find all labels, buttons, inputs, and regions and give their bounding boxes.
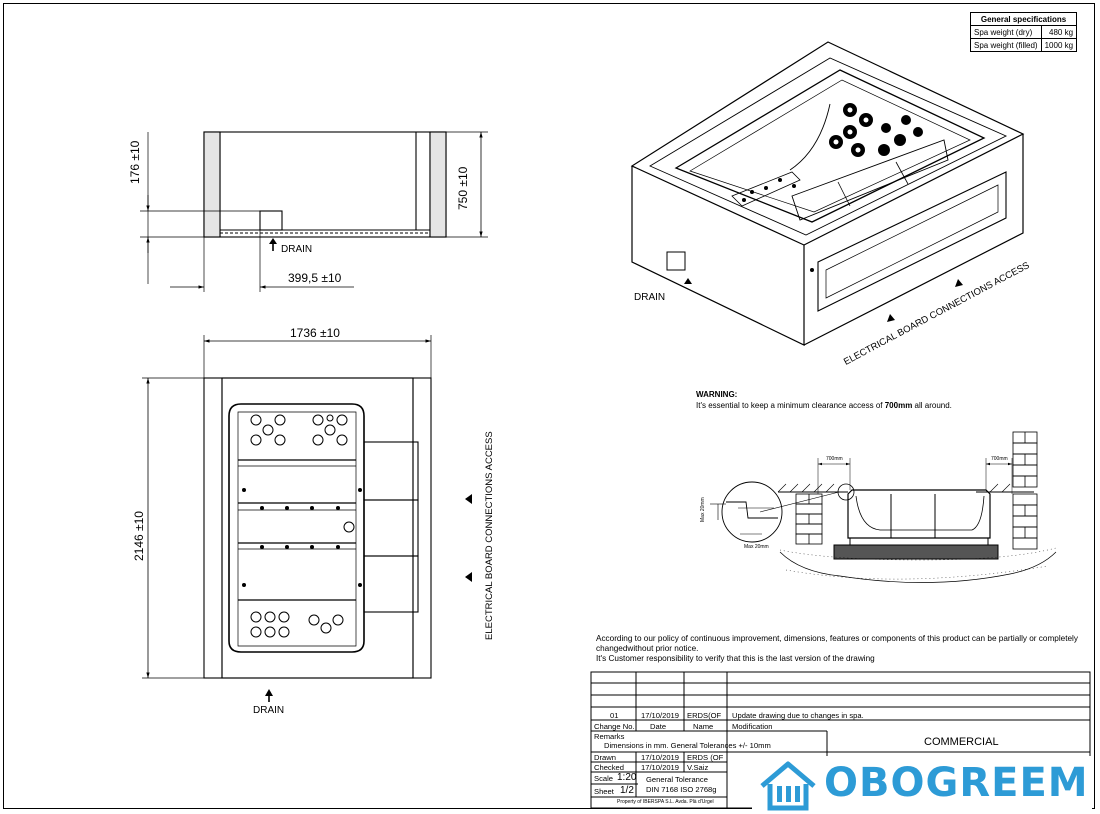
header-change-no: Change No.: [594, 722, 635, 731]
warning-text: It's essential to keep a minimum clearan…: [696, 401, 952, 410]
table-row: Spa weight (filled) 1000 kg: [970, 38, 1078, 52]
drawn-name: ERDS (OF: [687, 753, 724, 762]
spec-value: 480 kg: [1040, 25, 1078, 39]
warning-clearance-value: 700mm: [884, 401, 913, 410]
spec-value: 1000 kg: [1040, 38, 1078, 52]
header-date: Date: [650, 722, 667, 731]
top-access-label: ELECTRICAL BOARD CONNECTIONS ACCESS: [484, 431, 495, 640]
remarks-label: Remarks: [594, 732, 625, 741]
spec-label: Spa weight (filled): [970, 38, 1042, 52]
house-radiator-icon: [760, 761, 816, 811]
header-modification: Modification: [732, 722, 773, 731]
obogreem-logo: OBOGREEM: [752, 756, 1092, 814]
max-vertical-label: Max 20mm: [700, 497, 706, 522]
drawing-frame: [3, 3, 1095, 809]
installation-detail: [710, 431, 1057, 583]
general-specifications-table: General specifications Spa weight (dry) …: [969, 12, 1078, 52]
rev-modification: Update drawing due to changes in spa.: [732, 711, 864, 720]
side-dim-399: 399,5 ±10: [288, 271, 342, 285]
sheet-value: 1/2: [620, 785, 634, 796]
drawn-date: 17/10/2019: [641, 753, 680, 762]
side-dim-750: 750 ±10: [456, 166, 470, 210]
side-dim-176: 176 ±10: [128, 140, 142, 184]
policy-line: It's Customer responsibility to verify t…: [596, 654, 875, 664]
top-view: [142, 335, 472, 702]
commercial-label: COMMERCIAL: [924, 736, 999, 748]
rev-name: ERDS(OF: [687, 711, 722, 720]
checked-label: Checked: [594, 763, 624, 772]
drawn-label: Drawn: [594, 753, 616, 762]
remarks-text: Dimensions in mm. General Tolerances +/-…: [604, 741, 771, 750]
checked-name: V.Saiz: [687, 763, 709, 772]
spec-label: Spa weight (dry): [970, 25, 1042, 39]
rev-date: 17/10/2019: [641, 711, 680, 720]
warning-text-end: all around.: [912, 401, 952, 410]
policy-notice: According to our policy of continuous im…: [596, 634, 1078, 665]
logo-wordmark: OBOGREEM: [824, 760, 1089, 806]
top-drain-label: DRAIN: [253, 705, 285, 716]
iso-drain-label: DRAIN: [634, 292, 666, 303]
clearance-left-label: 700mm: [826, 456, 843, 462]
scale-label: Scale: [594, 774, 613, 783]
table-row: Spa weight (dry) 480 kg: [970, 25, 1078, 39]
tolerance-label: General Tolerance: [646, 775, 708, 784]
scale-value: 1:20: [617, 772, 637, 783]
policy-line: changedwithout prior notice.: [596, 644, 699, 654]
sheet-label: Sheet: [594, 787, 614, 796]
tolerance-standard: DIN 7168 ISO 2768g: [646, 785, 717, 794]
max-horizontal-label: Max 20mm: [744, 544, 769, 550]
top-dim-1736: 1736 ±10: [290, 326, 340, 340]
warning-text-start: It's essential to keep a minimum clearan…: [696, 401, 885, 410]
side-view: [140, 131, 488, 292]
checked-date: 17/10/2019: [641, 763, 680, 772]
clearance-right-label: 700mm: [991, 456, 1008, 462]
top-dim-2146: 2146 ±10: [132, 511, 146, 561]
rev-no: 01: [610, 711, 619, 720]
warning-heading: WARNING:: [696, 390, 738, 399]
spec-table-title: General specifications: [969, 12, 1078, 26]
side-drain-label: DRAIN: [281, 244, 313, 255]
header-name: Name: [693, 722, 714, 731]
policy-line: According to our policy of continuous im…: [596, 634, 1078, 643]
iso-view: [630, 41, 1025, 346]
property-note: Property of IBERSPA S.L. Avda. Plà d'Urg…: [617, 799, 714, 805]
title-block-grid: [590, 671, 1091, 809]
